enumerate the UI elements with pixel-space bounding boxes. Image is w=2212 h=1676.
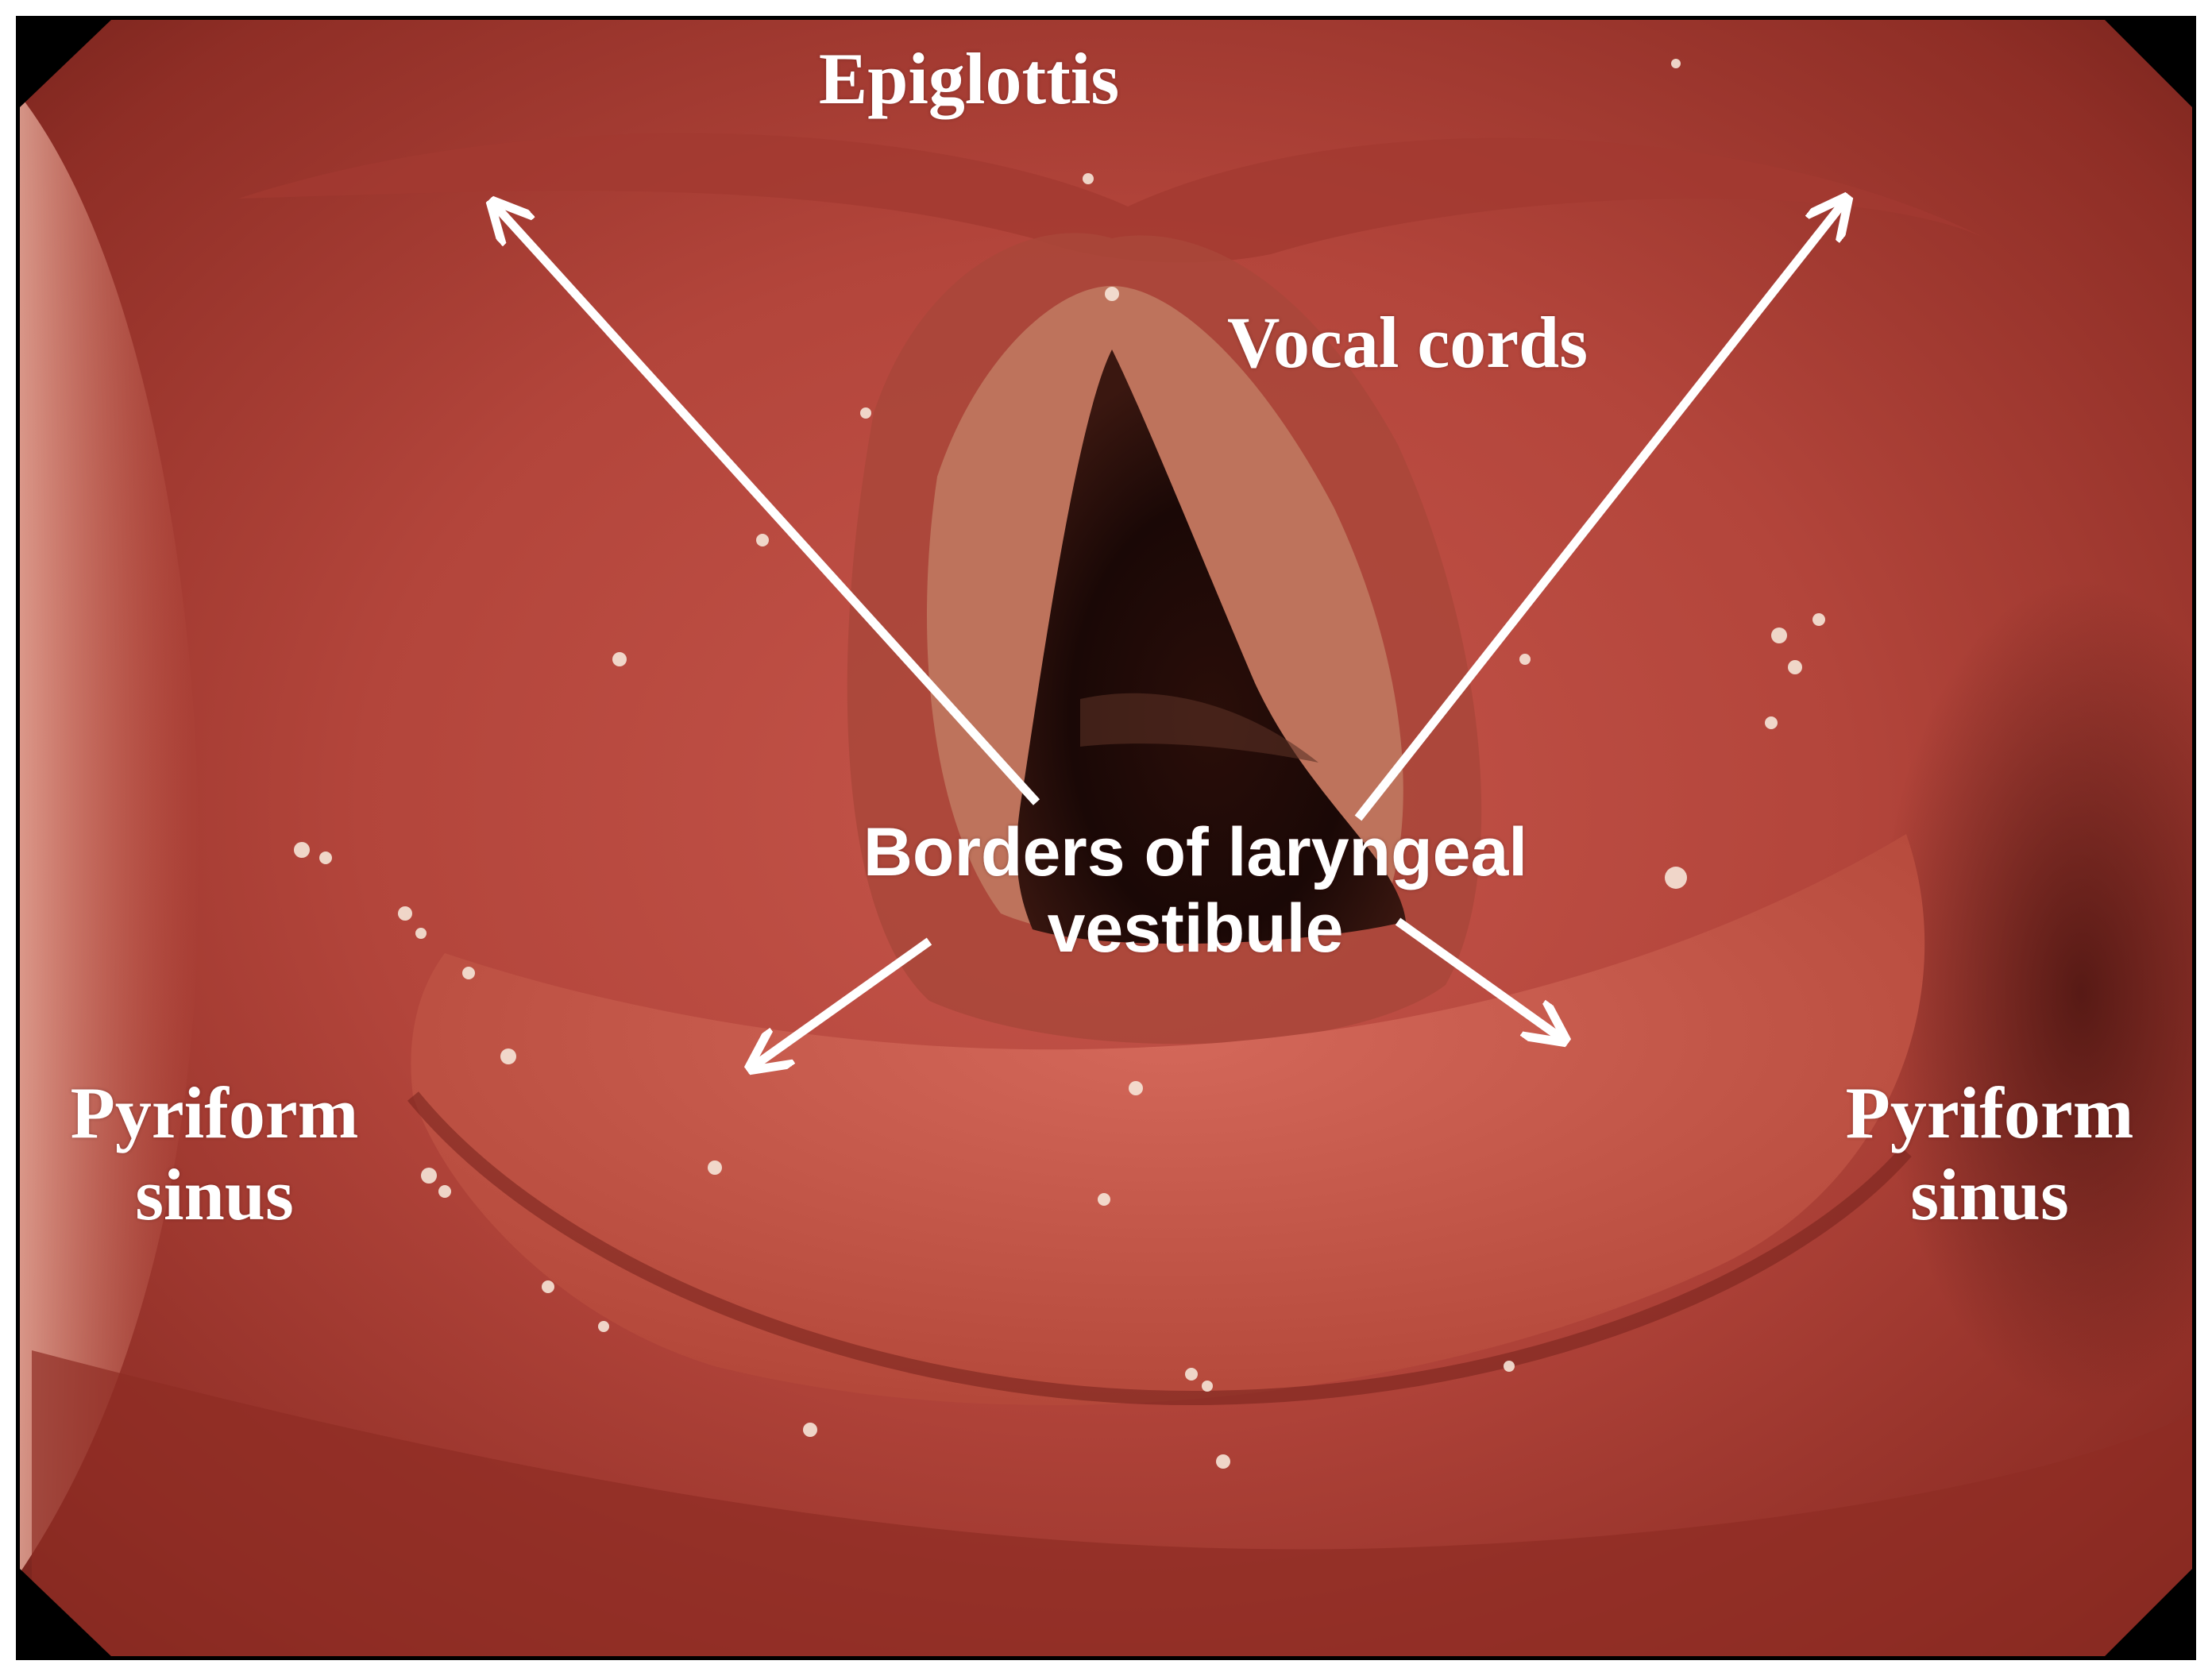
mucus-highlights	[294, 59, 1825, 1469]
laryngeal-vestibule-label-line1: Borders of laryngeal	[863, 814, 1528, 890]
pyriform-sinus-right-label: Pyriform sinus	[1791, 1072, 2188, 1236]
pyriform-left-line2: sinus	[135, 1154, 294, 1236]
laryngeal-vestibule-label: Borders of laryngeal vestibule	[778, 814, 1612, 967]
pyriform-right-line1: Pyriform	[1845, 1072, 2134, 1153]
arrow-to-upper-left	[492, 203, 1040, 805]
arrow-to-lower-right	[1395, 917, 1565, 1041]
pyriform-left-line1: Pyriform	[70, 1072, 359, 1153]
vocal-cords-label-text: Vocal cords	[1227, 302, 1589, 383]
pyriform-right-line2: sinus	[1910, 1154, 2069, 1236]
pyriform-sinus-left-label: Pyriform sinus	[16, 1072, 413, 1236]
vocal-cords-label: Vocal cords	[1227, 302, 1696, 384]
laryngeal-vestibule-label-line2: vestibule	[1047, 890, 1344, 967]
epiglottis-label: Epiglottis	[778, 38, 1160, 120]
arrow-to-lower-left	[751, 937, 932, 1068]
arrow-to-upper-right	[1354, 199, 1847, 821]
epiglottis-label-text: Epiglottis	[818, 38, 1120, 119]
annotation-arrows	[492, 199, 1847, 1068]
